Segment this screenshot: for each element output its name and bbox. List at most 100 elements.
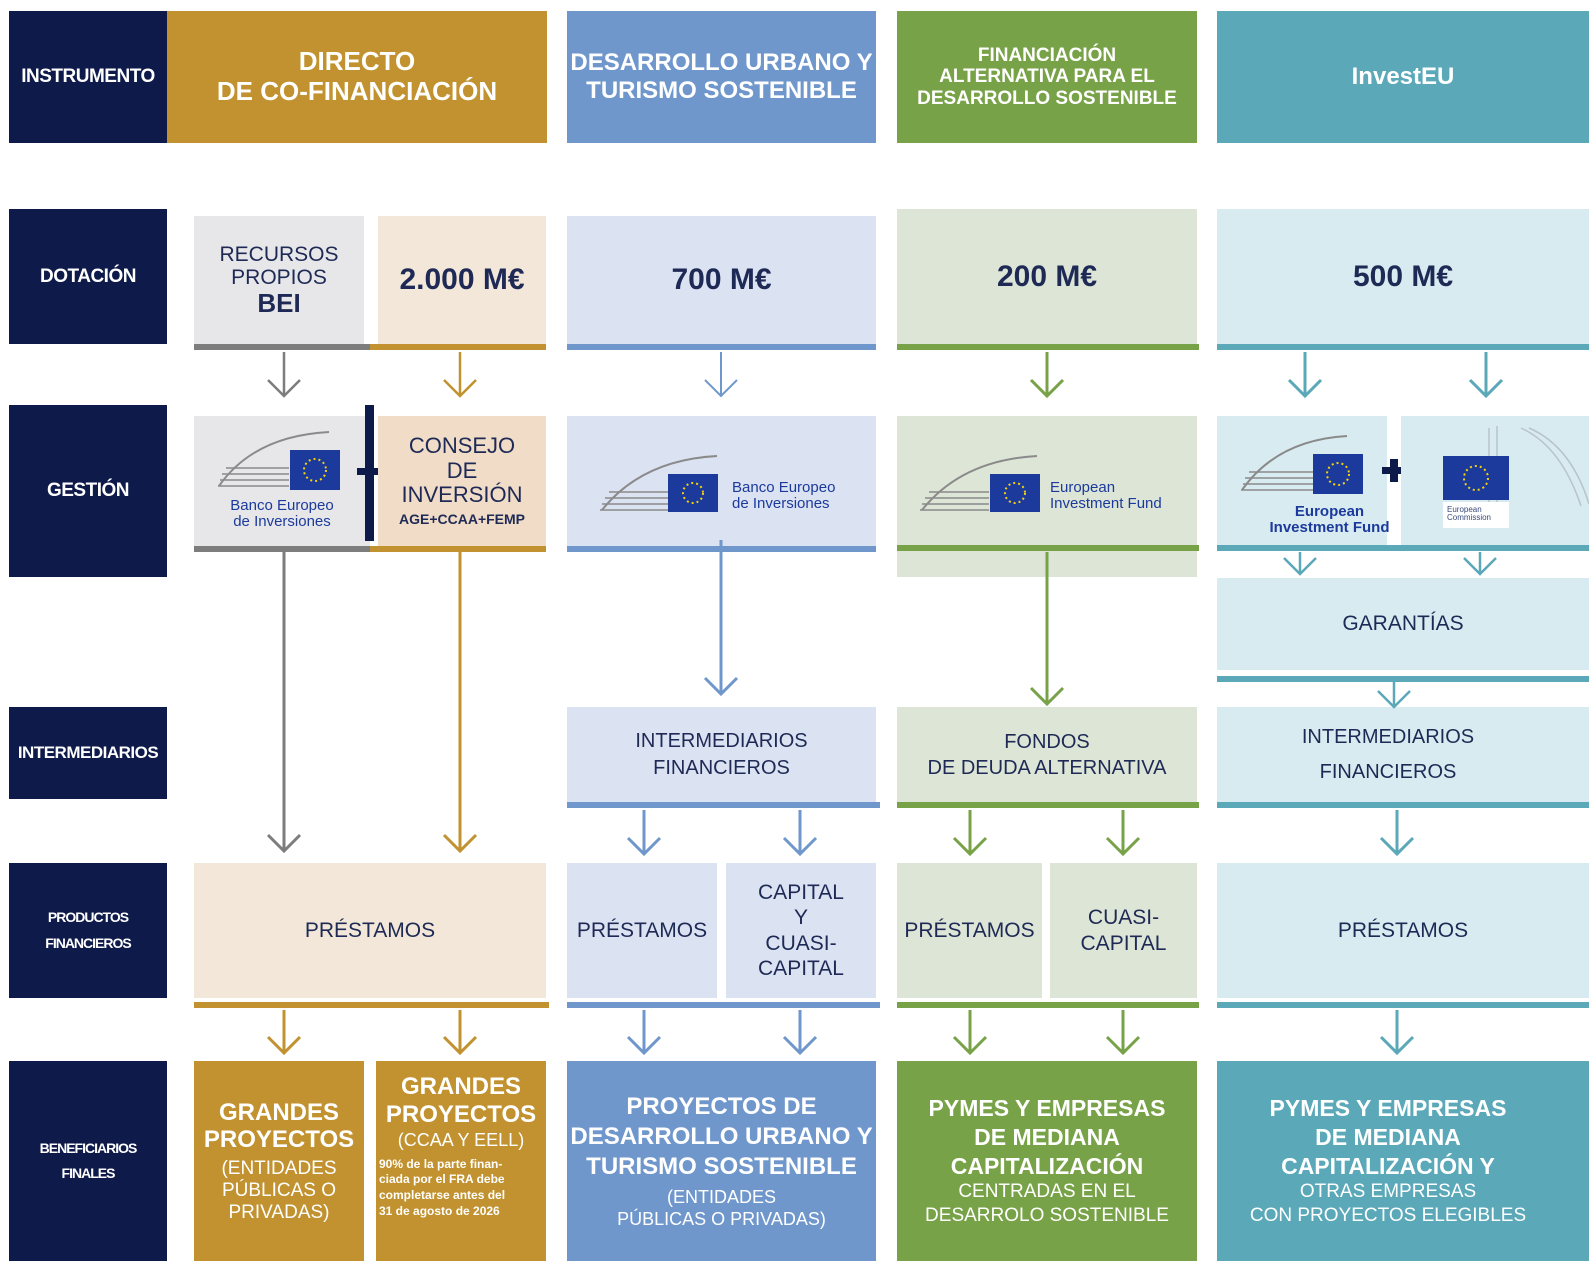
amount-700: 700 M€ (567, 216, 876, 344)
logo-text: European (1447, 505, 1482, 514)
ben-sub: PÚBLICAS O PRIVADAS) (617, 1209, 826, 1229)
ben-note: ciada por el FRA debe (379, 1172, 505, 1187)
row-label-text: INSTRUMENTO (21, 66, 155, 87)
logo-text: de Inversiones (732, 494, 830, 512)
arrow-head (1463, 557, 1497, 576)
ben-sub: OTRAS EMPRESAS (1299, 1181, 1477, 1203)
amount-text: 200 M€ (996, 259, 1098, 293)
amount-text: 500 M€ (1352, 259, 1454, 293)
ben-title: PROYECTOS DE (626, 1092, 817, 1120)
header-directo: DIRECTO DE CO-FINANCIACIÓN (167, 11, 547, 143)
divider-bar (567, 344, 876, 350)
header-text: DESARROLLO URBANO Y (570, 49, 873, 77)
divider-bar (897, 1002, 1199, 1008)
consejo-text: CONSEJO (408, 433, 516, 459)
beneficiario-desarrollo-urbano: PROYECTOS DE DESARROLLO URBANO Y TURISMO… (567, 1061, 876, 1261)
arrow-head (443, 379, 477, 398)
arrow-head (1283, 557, 1317, 576)
divider-bar (567, 1002, 880, 1008)
ben-sub: CENTRADAS EN EL (958, 1181, 1136, 1203)
arrow-head (1105, 836, 1141, 857)
product-prestamos: PRÉSTAMOS (567, 863, 717, 998)
ben-title: DESARROLLO URBANO Y (570, 1122, 873, 1150)
row-label-instrumento: INSTRUMENTO (9, 11, 167, 143)
product-text: PRÉSTAMOS (904, 918, 1035, 942)
divider-bar (370, 546, 546, 552)
header-text: ALTERNATIVA PARA EL (939, 66, 1155, 88)
header-text: DESARROLLO SOSTENIBLE (917, 87, 1177, 109)
arrow-head (1379, 836, 1415, 857)
ben-note: 90% de la parte finan- (379, 1156, 503, 1171)
beneficiario-grandes-proyectos-ccaa: GRANDES PROYECTOS (CCAA Y EELL) 90% de l… (376, 1061, 546, 1261)
consejo-text: INVERSIÓN (401, 482, 523, 508)
product-text: PRÉSTAMOS (1337, 918, 1469, 942)
ben-title: GRANDES (400, 1073, 521, 1100)
inter-text: FONDOS (1004, 730, 1090, 753)
inter-text: FINANCIEROS (653, 756, 790, 779)
divider-bar (897, 802, 1199, 808)
row-label-intermediarios: INTERMEDIARIOS (9, 707, 167, 799)
product-capital: CAPITAL Y CUASI- CAPITAL (726, 863, 876, 998)
arrow-head (1287, 378, 1323, 399)
recursos-text: PROPIOS (231, 265, 327, 289)
bei-logo-icon (600, 455, 718, 512)
header-text: FINANCIACIÓN (977, 45, 1117, 67)
ben-sub: (CCAA Y EELL) (397, 1130, 525, 1151)
arrow-head (704, 379, 738, 398)
arrow-head (267, 379, 301, 398)
arrow-head (782, 1035, 818, 1056)
inter-text: FINANCIEROS (1319, 760, 1457, 783)
product-text: Y (793, 906, 808, 930)
product-text: CAPITAL (758, 881, 844, 905)
amount-500: 500 M€ (1217, 209, 1589, 344)
arrow-head (1377, 690, 1411, 709)
product-prestamos: PRÉSTAMOS (897, 863, 1042, 998)
ben-title: DE MEDIANA (1315, 1123, 1461, 1150)
divider-bar (1217, 344, 1589, 350)
plus-connector-bar (357, 468, 383, 475)
bei-logo-box: Banco Europeo de Inversiones (194, 416, 370, 546)
ben-title: GRANDES (218, 1098, 339, 1126)
arrow-head (703, 676, 739, 697)
amount-200: 200 M€ (897, 209, 1197, 344)
divider-bar (194, 1002, 549, 1008)
amount-text: 2.000 M€ (399, 263, 525, 296)
divider-bar (194, 546, 370, 552)
divider-bar (1217, 676, 1589, 682)
ben-title: TURISMO SOSTENIBLE (586, 1152, 857, 1180)
consejo-text: DE (446, 457, 478, 483)
divider-bar (897, 545, 1199, 551)
ben-sub: PÚBLICAS O (221, 1179, 337, 1201)
row-label-gestion: GESTIÓN (9, 405, 167, 577)
beneficiario-grandes-proyectos: GRANDES PROYECTOS (ENTIDADES PÚBLICAS O … (194, 1061, 364, 1261)
plus-connector (1390, 459, 1398, 482)
logo-text: Banco Europeo (230, 497, 334, 514)
product-prestamos: PRÉSTAMOS (1217, 863, 1589, 998)
ec-logo-box: European Commission (1401, 416, 1589, 546)
arrow-head (266, 1035, 302, 1056)
arrow-head (1105, 1035, 1141, 1056)
bei-logo-box: Banco Europeo de Inversiones (567, 416, 876, 546)
amount-text: 700 M€ (671, 263, 772, 296)
consejo-inversion-box: CONSEJO DE INVERSIÓN AGE+CCAA+FEMP (378, 416, 546, 546)
logo-text: Investment Fund (1050, 494, 1162, 512)
amount-2000: 2.000 M€ (378, 216, 546, 344)
ben-sub: (ENTIDADES (666, 1186, 776, 1207)
eif-logo-icon (920, 455, 1040, 512)
row-label-text: FINALES (61, 1165, 116, 1181)
ben-title: PYMES Y EMPRESAS (928, 1095, 1166, 1122)
arrow-head (1029, 686, 1065, 707)
garantias-text: GARANTÍAS (1342, 612, 1464, 635)
product-text: PRÉSTAMOS (304, 918, 436, 942)
arrow-head (952, 836, 988, 857)
product-text: CUASI- (1087, 906, 1160, 930)
eif-logo-box: European Investment Fund (1217, 416, 1390, 546)
row-label-text: DOTACIÓN (40, 265, 136, 287)
row-label-dotacion: DOTACIÓN (9, 209, 167, 344)
divider-bar (370, 344, 546, 350)
arrow-head (1468, 378, 1504, 399)
product-text: CAPITAL (758, 956, 844, 980)
